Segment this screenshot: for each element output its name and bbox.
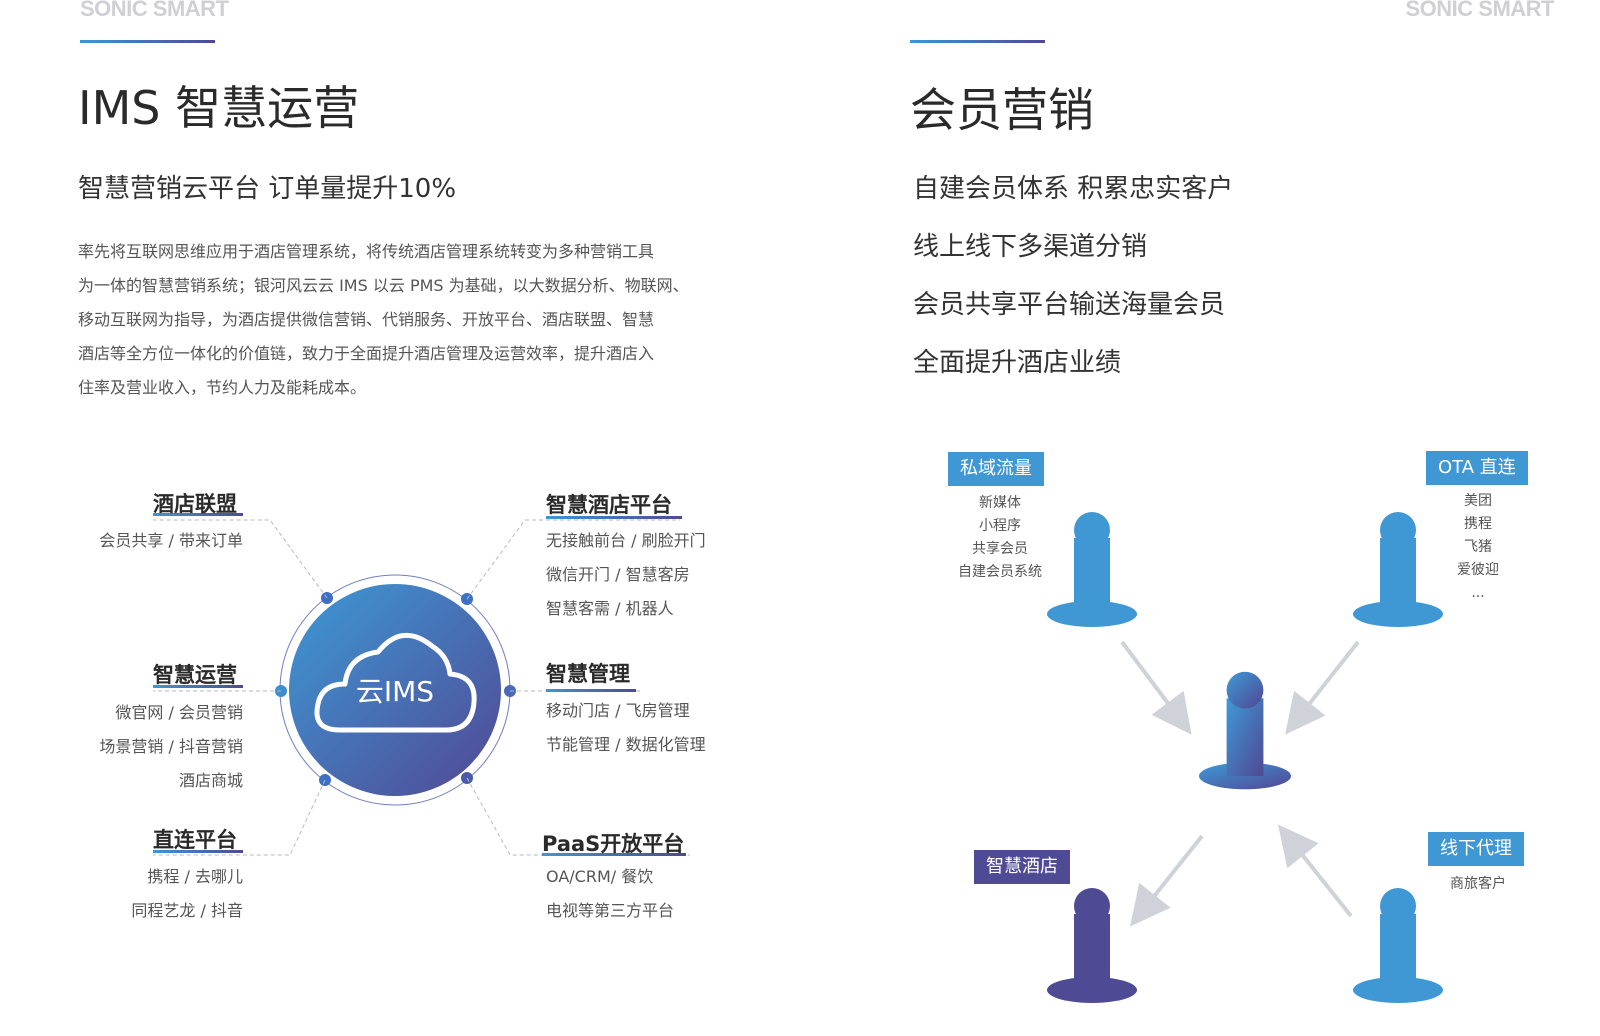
- brand-left: SONIC SMART: [80, 0, 229, 21]
- body-line: 率先将互联网思维应用于酒店管理系统，将传统酒店管理系统转变为多种营销工具: [78, 242, 655, 261]
- list-item: 新媒体: [979, 495, 1021, 511]
- node-title-management: 智慧管理: [546, 662, 630, 686]
- node-line: 节能管理 / 数据化管理: [546, 735, 706, 754]
- point-item: 线上线下多渠道分销: [913, 232, 1148, 262]
- member-pin-icon: [1047, 888, 1137, 1003]
- node-line: 微官网 / 会员营销: [115, 703, 243, 722]
- ota-list: 美团 携程 飞猪 爱彼迎 ...: [1428, 490, 1528, 605]
- ims-diagram: [153, 513, 690, 856]
- node-line: 微信开门 / 智慧客房: [546, 565, 690, 584]
- flow-arrows: [1120, 640, 1360, 927]
- left-accent-bar: [80, 40, 215, 43]
- node-title-platform: 智慧酒店平台: [546, 493, 672, 517]
- offline-list: 商旅客户: [1428, 873, 1528, 896]
- member-pin-icon: [1353, 888, 1443, 1003]
- list-item: 携程: [1464, 516, 1492, 532]
- member-network-diagram: [1047, 512, 1443, 1003]
- body-line: 移动互联网为指导，为酒店提供微信营销、代销服务、开放平台、酒店联盟、智慧: [78, 310, 655, 329]
- node-title-direct: 直连平台: [153, 828, 237, 852]
- node-title-paas: PaaS开放平台: [542, 832, 685, 856]
- marketing-points: 自建会员体系 积累忠实客户 线上线下多渠道分销 会员共享平台输送海量会员 全面提…: [913, 160, 1233, 392]
- center-circle: [289, 584, 501, 796]
- left-subtitle: 智慧营销云平台 订单量提升10%: [78, 174, 457, 204]
- node-line: OA/CRM/ 餐饮: [546, 867, 654, 886]
- list-item: 飞猪: [1464, 539, 1492, 555]
- node-line: 酒店商城: [178, 771, 243, 790]
- title-underline: [546, 689, 636, 692]
- tag-offline-agent: 线下代理: [1428, 832, 1524, 866]
- point-item: 会员共享平台输送海量会员: [913, 290, 1226, 320]
- left-body: 率先将互联网思维应用于酒店管理系统，将传统酒店管理系统转变为多种营销工具 为一体…: [78, 235, 758, 405]
- title-underline: [542, 853, 686, 856]
- tag-private-traffic: 私域流量: [948, 452, 1044, 486]
- left-title: IMS 智慧运营: [78, 81, 360, 135]
- list-item: 商旅客户: [1450, 876, 1506, 892]
- node-line: 携程 / 去哪儿: [147, 867, 243, 886]
- node-line: 智慧客需 / 机器人: [546, 599, 674, 618]
- node-line: 移动门店 / 飞房管理: [546, 701, 690, 720]
- body-line: 住率及营业收入，节约人力及能耗成本。: [78, 378, 367, 397]
- node-title-operation: 智慧运营: [153, 663, 237, 687]
- center-label: 云IMS: [355, 675, 435, 708]
- node-line: 电视等第三方平台: [546, 901, 675, 920]
- list-item: 小程序: [979, 518, 1021, 534]
- body-line: 为一体的智慧营销系统；银河风云云 IMS 以云 PMS 为基础，以大数据分析、物…: [78, 276, 689, 295]
- list-item: 美团: [1464, 493, 1492, 509]
- body-line: 酒店等全方位一体化的价值链，致力于全面提升酒店管理及运营效率，提升酒店入: [78, 344, 655, 363]
- list-item: 自建会员系统: [958, 564, 1042, 580]
- title-underline: [153, 850, 243, 853]
- node-title-alliance: 酒店联盟: [153, 492, 237, 516]
- node-line: 场景营销 / 抖音营销: [99, 737, 243, 756]
- title-underline: [153, 685, 243, 688]
- tag-ota-direct: OTA 直连: [1426, 451, 1528, 485]
- point-item: 自建会员体系 积累忠实客户: [913, 174, 1234, 204]
- private-list: 新媒体 小程序 共享会员 自建会员系统: [930, 492, 1070, 584]
- right-title: 会员营销: [910, 83, 1094, 137]
- list-item: 共享会员: [972, 541, 1028, 557]
- title-underline: [546, 516, 682, 519]
- brand-right: SONIC SMART: [1405, 0, 1555, 21]
- point-item: 全面提升酒店业绩: [913, 348, 1122, 378]
- node-line: 无接触前台 / 刷脸开门: [546, 531, 706, 550]
- list-item: ...: [1471, 585, 1485, 601]
- hotel-center-pin-icon: [1199, 671, 1291, 790]
- node-line: 会员共享 / 带来订单: [99, 531, 243, 550]
- title-underline: [153, 513, 243, 516]
- right-accent-bar: [910, 40, 1045, 43]
- tag-smart-hotel: 智慧酒店: [974, 850, 1070, 884]
- node-line: 同程艺龙 / 抖音: [131, 901, 243, 920]
- cloud-icon: [314, 632, 477, 733]
- list-item: 爱彼迎: [1457, 562, 1499, 578]
